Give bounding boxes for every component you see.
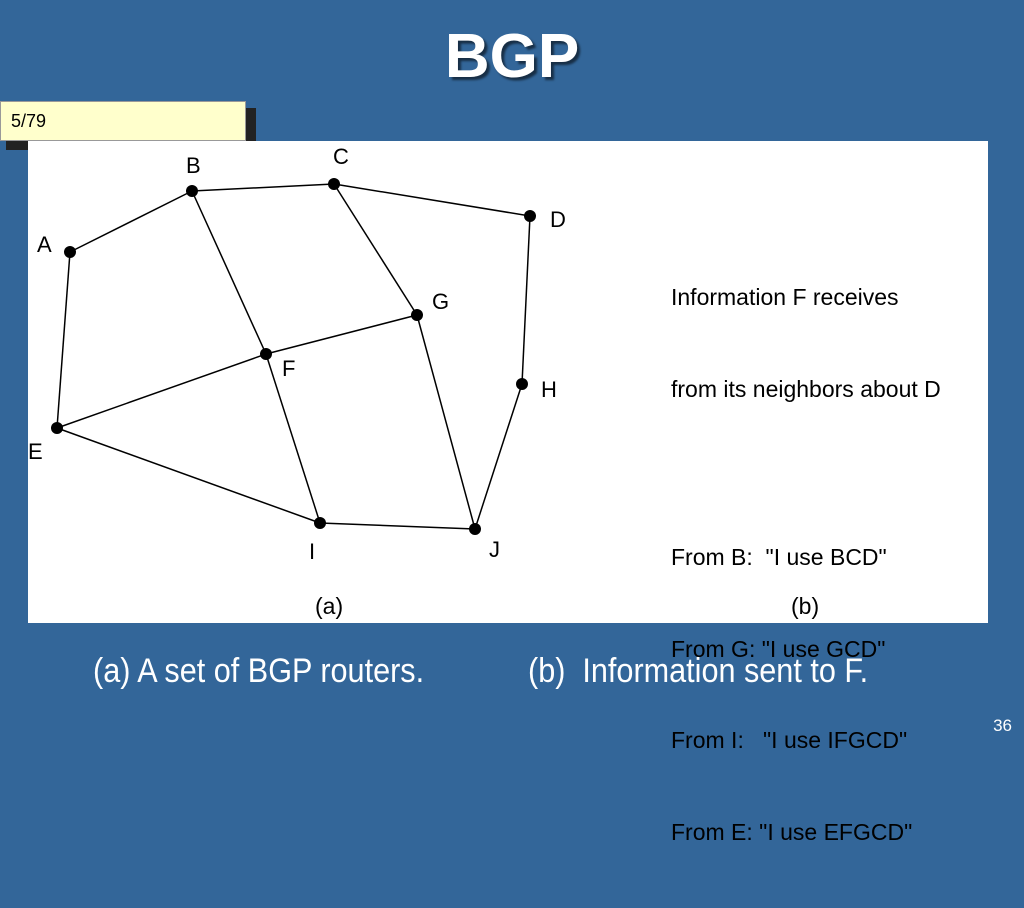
edge-layer bbox=[56, 183, 531, 530]
label-layer: A B C D E F G H I J bbox=[28, 144, 566, 564]
node-d bbox=[524, 210, 536, 222]
slide-counter: 5/79 bbox=[0, 101, 246, 141]
edge-f-g bbox=[265, 314, 418, 355]
node-f bbox=[260, 348, 272, 360]
edge-a-b bbox=[69, 190, 193, 253]
node-label-i: I bbox=[309, 539, 315, 564]
node-label-f: F bbox=[282, 356, 295, 381]
info-title-line-1: Information F receives bbox=[671, 284, 899, 310]
node-label-h: H bbox=[541, 377, 557, 402]
node-label-c: C bbox=[333, 144, 349, 169]
slide-title: BGP bbox=[444, 22, 580, 91]
slide-number: 36 bbox=[993, 716, 1012, 735]
info-line-from-e: From E: "I use EFGCD" bbox=[671, 818, 913, 845]
router-graph: A B C D E F G H I J bbox=[28, 144, 566, 564]
edge-b-c bbox=[191, 183, 335, 192]
node-h bbox=[516, 378, 528, 390]
info-text: Information F receives from its neighbor… bbox=[671, 221, 988, 908]
node-label-g: G bbox=[432, 289, 449, 314]
edge-g-j bbox=[416, 314, 476, 530]
figure-panel: A B C D E F G H I J Information F receives from i… bbox=[28, 141, 988, 845]
edge-d-h bbox=[521, 215, 531, 385]
node-b bbox=[186, 185, 198, 197]
node-layer bbox=[51, 178, 536, 535]
edge-e-i bbox=[56, 427, 321, 524]
caption-b: (b) Information sent to F. bbox=[528, 652, 869, 690]
node-a bbox=[64, 246, 76, 258]
node-j bbox=[469, 523, 481, 535]
node-i bbox=[314, 517, 326, 529]
edge-f-i bbox=[265, 353, 321, 524]
info-title-line-2: from its neighbors about D bbox=[671, 375, 941, 402]
node-c bbox=[328, 178, 340, 190]
edge-i-j bbox=[319, 522, 476, 530]
node-e bbox=[51, 422, 63, 434]
node-label-a: A bbox=[37, 232, 52, 257]
node-label-e: E bbox=[28, 439, 43, 464]
edge-c-g bbox=[333, 183, 418, 316]
info-line-from-i: From I: "I use IFGCD" bbox=[671, 727, 908, 753]
node-label-d: D bbox=[550, 207, 566, 232]
info-line-from-b: From B: "I use BCD" bbox=[671, 544, 887, 570]
info-line-from-g: From G: "I use GCD" bbox=[671, 635, 886, 662]
edge-a-e bbox=[56, 251, 71, 429]
caption-a: (a) A set of BGP routers. bbox=[93, 652, 425, 690]
node-label-b: B bbox=[186, 153, 201, 178]
sublabel-b: (b) bbox=[791, 593, 820, 619]
sublabel-a: (a) bbox=[315, 593, 344, 619]
edge-b-f bbox=[191, 190, 267, 355]
edge-c-d bbox=[333, 183, 531, 217]
edge-h-j bbox=[474, 383, 523, 530]
node-g bbox=[411, 309, 423, 321]
node-label-j: J bbox=[489, 537, 500, 562]
edge-e-f bbox=[56, 353, 267, 429]
